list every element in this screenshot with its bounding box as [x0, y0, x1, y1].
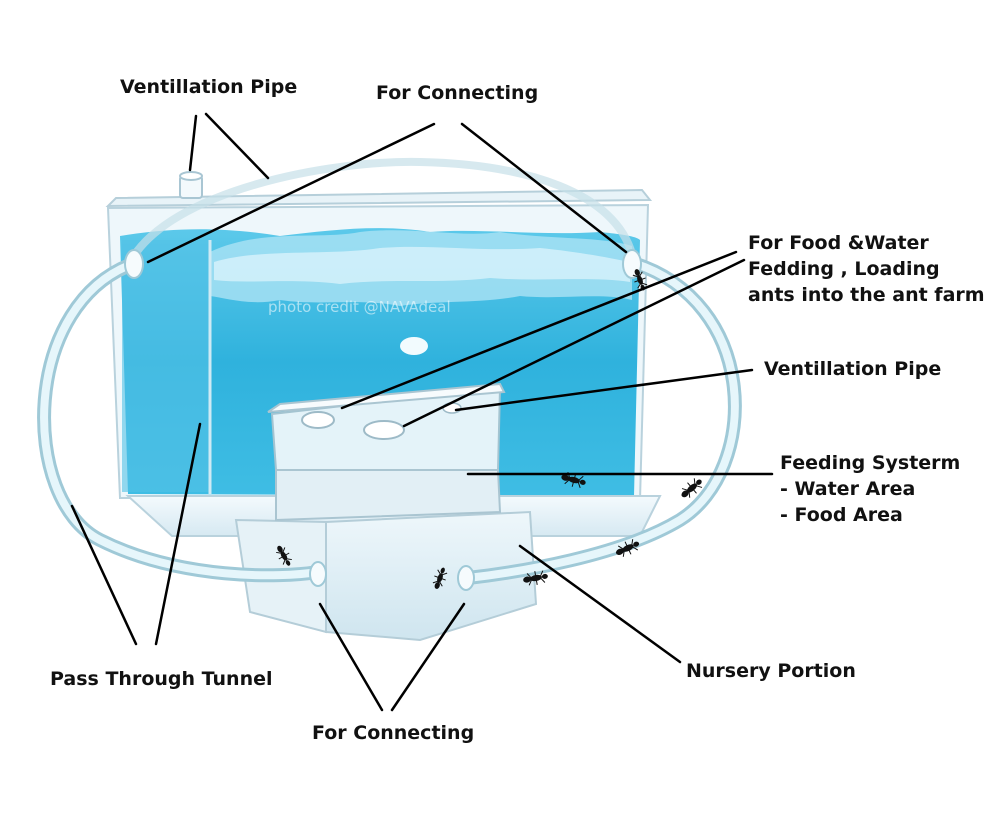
leader-nursery	[518, 544, 682, 664]
leader-ventilation-top-b	[204, 112, 270, 180]
ventilation-nipple	[179, 171, 203, 199]
leader-connect-bottom-b	[390, 602, 466, 712]
ant-5	[276, 545, 292, 566]
ants	[276, 269, 703, 589]
feeding-box	[234, 382, 538, 642]
ant-4	[561, 471, 586, 489]
label-feeding-system-line1: Feeding Systerm	[780, 452, 961, 474]
label-food-water-line1: For Food &Water	[748, 232, 929, 254]
label-nursery-portion: Nursery Portion	[686, 660, 856, 682]
leader-tunnel-a	[70, 504, 138, 646]
leader-connect-top-b	[460, 122, 628, 254]
leader-food-water-b	[402, 258, 746, 428]
label-food-water-line2: Fedding , Loading	[748, 258, 940, 280]
label-food-water-line3: ants into the ant farm	[748, 284, 985, 306]
ant-2	[523, 570, 548, 586]
label-ventilation-pipe-right: Ventillation Pipe	[764, 358, 942, 380]
label-feeding-system-line3: - Food Area	[780, 504, 903, 526]
ant-7	[632, 269, 648, 291]
ant-3	[681, 478, 703, 498]
ant-1	[616, 539, 640, 557]
leader-food-water-a	[340, 250, 738, 410]
label-ventilation-pipe-top: Ventillation Pipe	[120, 76, 298, 98]
leader-ventilation-right	[454, 368, 754, 412]
watermark: photo credit @NAVAdeal	[268, 298, 451, 316]
leader-ventilation-top-a	[188, 114, 198, 172]
label-pass-through-tunnel: Pass Through Tunnel	[50, 668, 273, 690]
label-for-connecting-top: For Connecting	[376, 82, 539, 104]
connecting-tube	[37, 157, 742, 591]
leader-lines	[70, 112, 774, 712]
leader-tunnel-b	[154, 422, 202, 646]
ant-6	[432, 567, 448, 589]
leader-connect-top-a	[146, 122, 436, 264]
label-for-connecting-bottom: For Connecting	[312, 722, 475, 744]
label-feeding-system-line2: - Water Area	[780, 478, 916, 500]
leader-connect-bottom-a	[318, 602, 384, 712]
